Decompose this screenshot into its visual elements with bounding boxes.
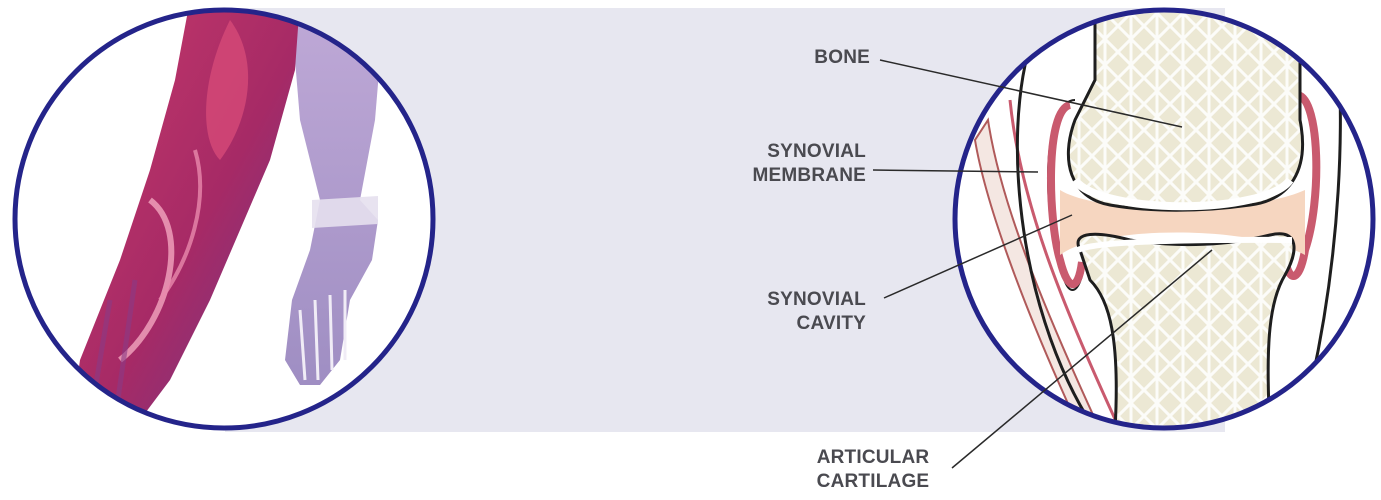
label-synovial-cavity-line1: SYNOVIAL (767, 288, 866, 312)
label-synovial-membrane-line1: SYNOVIAL (753, 140, 867, 164)
label-synovial-cavity-line2: CAVITY (767, 312, 866, 336)
label-articular-cartilage-line1: ARTICULAR (800, 446, 946, 470)
label-synovial-cavity: SYNOVIAL CAVITY (767, 288, 866, 336)
label-synovial-membrane: SYNOVIAL MEMBRANE (753, 140, 867, 188)
joint-illustration (955, 0, 1373, 430)
label-articular-cartilage-line2: CARTILAGE (800, 470, 946, 494)
leg-illustration (0, 0, 450, 450)
label-bone: BONE (814, 46, 870, 70)
label-articular-cartilage: ARTICULAR CARTILAGE (800, 446, 946, 494)
upper-bone (1068, 0, 1302, 210)
label-synovial-membrane-line2: MEMBRANE (753, 164, 867, 188)
